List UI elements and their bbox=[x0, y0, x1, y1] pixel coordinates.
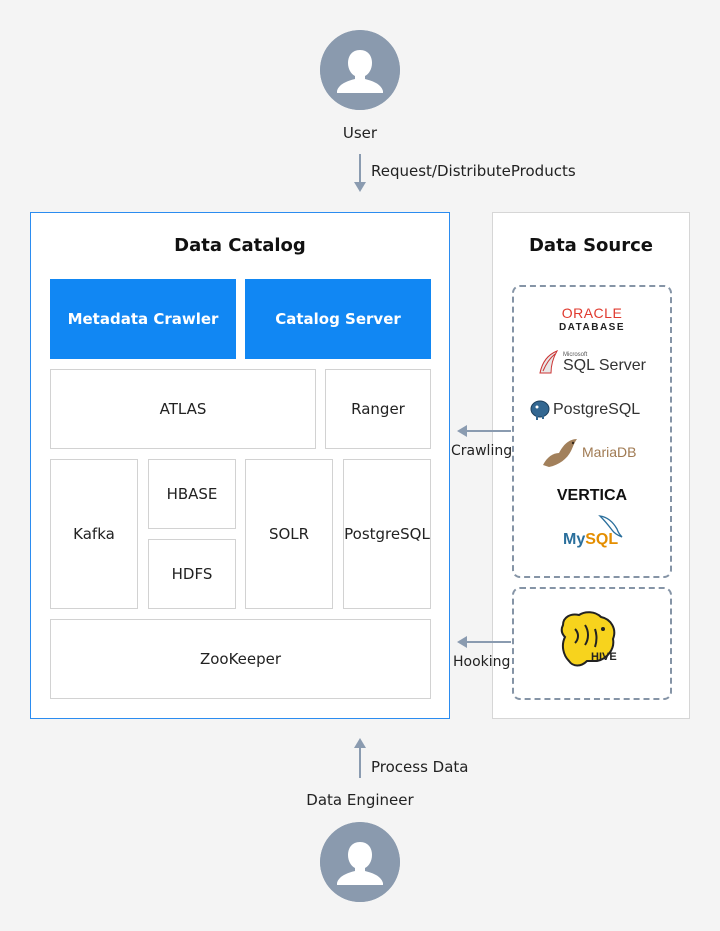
engineer-label: Data Engineer bbox=[306, 791, 414, 809]
hive-elephant-icon bbox=[560, 611, 616, 667]
oracle-logo-line2: DATABASE bbox=[558, 322, 626, 333]
data-source-title: Data Source bbox=[528, 235, 653, 256]
request-arrow bbox=[354, 154, 366, 192]
mariadb-logo-text: MariaDB bbox=[582, 444, 637, 460]
data-catalog-title: Data Catalog bbox=[174, 235, 306, 256]
crawling-label: Crawling bbox=[451, 443, 513, 459]
postgresql-logo: PostgreSQL bbox=[529, 399, 640, 421]
crawling-arrow bbox=[457, 425, 511, 437]
sqlserver-logo-text: SQL Server bbox=[563, 357, 646, 374]
oracle-logo-line1: ORACLE bbox=[561, 305, 623, 321]
mysql-logo-sql: SQL bbox=[585, 531, 619, 548]
atlas-box: ATLAS bbox=[50, 369, 316, 449]
user-label: User bbox=[342, 124, 378, 142]
request-label: Request/DistributeProducts bbox=[371, 162, 576, 180]
seal-icon bbox=[543, 439, 577, 467]
data-source-panel: Data Source ORACLE DATABASE Microsoft SQ… bbox=[492, 212, 690, 719]
rdbms-sources-group bbox=[512, 285, 672, 578]
catalog-server-box: Catalog Server bbox=[245, 279, 431, 359]
ranger-box: Ranger bbox=[325, 369, 431, 449]
vertica-logo: VERTICA bbox=[493, 487, 691, 505]
metadata-crawler-box: Metadata Crawler bbox=[50, 279, 236, 359]
dolphin-icon bbox=[598, 515, 623, 538]
postgresql-logo-text: PostgreSQL bbox=[553, 401, 641, 418]
mysql-logo-my: My bbox=[563, 531, 586, 548]
hooking-arrow bbox=[457, 636, 511, 648]
sqlserver-icon bbox=[539, 350, 559, 374]
hive-logo: HIVE bbox=[557, 611, 623, 673]
user-avatar-icon bbox=[320, 30, 400, 110]
solr-box: SOLR bbox=[245, 459, 333, 609]
engineer-avatar-icon bbox=[320, 822, 400, 902]
hive-logo-text: HIVE bbox=[591, 651, 617, 663]
mysql-logo: MySQL bbox=[563, 513, 633, 553]
kafka-box: Kafka bbox=[50, 459, 138, 609]
hdfs-box: HDFS bbox=[148, 539, 236, 609]
hive-source-group bbox=[512, 587, 672, 700]
hbase-box: HBASE bbox=[148, 459, 236, 529]
sqlserver-logo-small: Microsoft bbox=[563, 352, 588, 358]
elephant-icon bbox=[530, 400, 550, 420]
hooking-label: Hooking bbox=[453, 654, 511, 670]
zookeeper-box: ZooKeeper bbox=[50, 619, 431, 699]
mariadb-logo: MariaDB bbox=[541, 435, 636, 469]
process-data-arrow bbox=[354, 738, 366, 778]
vertica-logo-text: VERTICA bbox=[556, 487, 628, 504]
postgresql-box: PostgreSQL bbox=[343, 459, 431, 609]
oracle-logo: ORACLE DATABASE bbox=[493, 305, 691, 333]
data-catalog-panel: Data Catalog Metadata Crawler Catalog Se… bbox=[30, 212, 450, 719]
process-data-label: Process Data bbox=[371, 758, 469, 776]
sqlserver-logo: Microsoft SQL Server bbox=[537, 349, 646, 377]
